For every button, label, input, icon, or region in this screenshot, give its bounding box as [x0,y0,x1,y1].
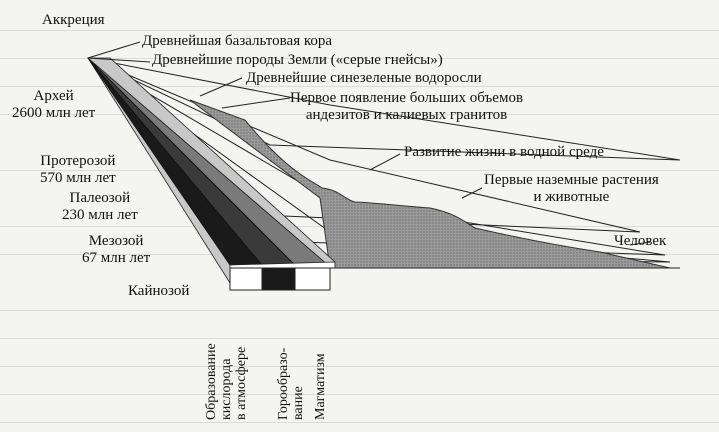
base-column-oxygen [230,268,262,290]
era-archean: Архей 2600 млн лет [12,88,95,122]
land-plants-label-line2: и животные [484,189,659,206]
era-mesozoic-name: Мезозой [82,233,150,250]
era-paleozoic-name: Палеозой [62,190,138,207]
land-plants-label: Первые наземные растения и животные [484,172,659,206]
human-label: Человек [614,233,666,250]
accretion-label: Аккреция [42,12,105,29]
leader-water-life [370,154,400,170]
gneisses-label: Древнейшие породы Земли («серые гнейсы») [152,52,443,69]
era-archean-name: Архей [12,88,95,105]
column-mountain-label: Горообразо- вание [276,348,306,420]
leader-basalt [88,42,140,58]
leader-andesites [222,98,290,108]
era-proterozoic: Протерозой 570 млн лет [40,153,116,187]
andesites-label: Первое появление больших объемов андезит… [290,90,523,124]
era-archean-age: 2600 млн лет [12,105,95,122]
era-paleozoic: Палеозой 230 млн лет [62,190,138,224]
land-plants-label-line1: Первые наземные растения [484,172,659,189]
column-magmatism-label: Магматизм [313,353,328,420]
water-life-label: Развитие жизни в водной среде [404,144,604,161]
era-proterozoic-name: Протерозой [40,153,116,170]
era-cenozoic-name: Кайнозой [128,283,189,300]
era-proterozoic-age: 570 млн лет [40,170,116,187]
andesites-label-line1: Первое появление больших объемов [290,90,523,107]
cyanobacteria-label: Древнейшие синезеленые водоросли [246,70,482,87]
era-paleozoic-age: 230 млн лет [62,207,138,224]
column-oxygen-label: Образование кислорода в атмосфере [204,343,249,420]
leader-land-plants [462,188,482,198]
era-mesozoic-age: 67 млн лет [82,250,150,267]
andesites-label-line2: андезитов и калиевых гранитов [290,107,523,124]
era-mesozoic: Мезозой 67 млн лет [82,233,150,267]
basalt-crust-label: Древнейшая базальтовая кора [142,33,332,50]
base-column-mountain [262,268,295,290]
base-column-magmatism [295,268,330,290]
